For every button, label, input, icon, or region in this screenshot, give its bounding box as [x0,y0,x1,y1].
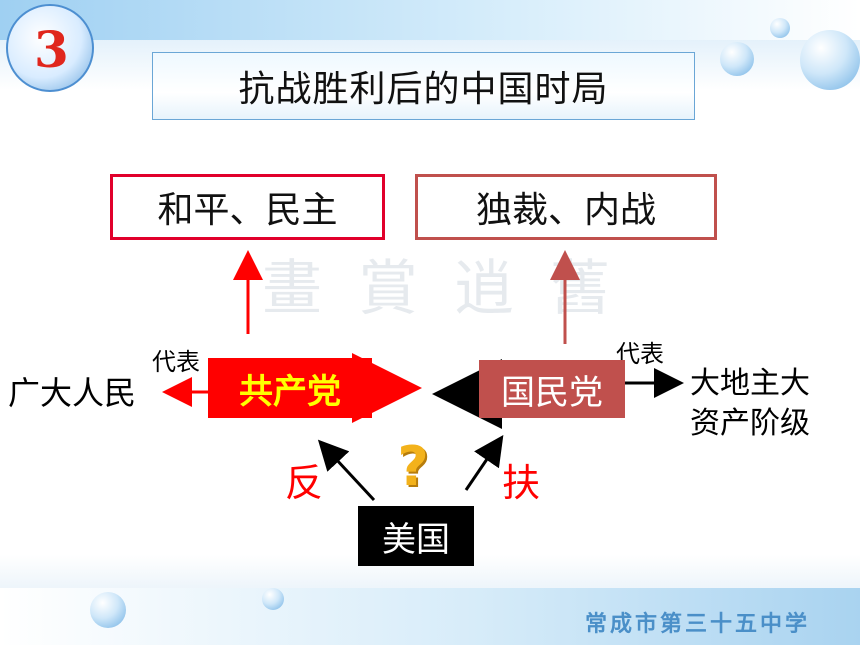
footer-band [0,588,860,645]
kmt-label: 国民党 [501,372,603,413]
label-landlords-line1: 大地主大 [690,366,810,401]
outcome-peace-box: 和平、民主 [110,174,385,240]
title-box: 抗战胜利后的中国时局 [152,52,695,120]
ccp-label: 共产党 [239,371,341,412]
bubble-icon [770,18,790,38]
logo-numeral: 3 [34,20,69,79]
footer-school-name: 常成市第三十五中学 [584,611,810,637]
page-title: 抗战胜利后的中国时局 [238,69,609,110]
arrow-usa-oppose-ccp [317,439,376,502]
school-logo: 3 [6,4,94,92]
ccp-box: 共产党 [208,358,372,418]
label-landlords-line2: 资产阶级 [690,406,810,441]
bubble-icon [800,30,860,90]
label-support: 扶 [502,461,541,505]
label-represent-left: 代表 [152,348,200,376]
bubble-icon [90,592,126,628]
arrow-usa-support-kmt [464,435,504,491]
label-oppose: 反 [285,461,324,505]
question-mark-icon: ? [397,434,429,498]
outcome-peace-text: 和平、民主 [157,190,338,231]
outcome-dictatorship-text: 独裁、内战 [475,190,656,231]
bubble-icon [720,42,754,76]
outcome-dictatorship-box: 独裁、内战 [415,174,717,240]
kmt-box: 国民党 [479,360,625,418]
header-band [0,0,860,40]
usa-label: 美国 [382,519,450,560]
bubble-icon [262,588,284,610]
label-landlords: 大地主大 资产阶级 [690,364,810,444]
label-people: 广大人民 [8,374,137,412]
usa-box: 美国 [358,506,474,566]
